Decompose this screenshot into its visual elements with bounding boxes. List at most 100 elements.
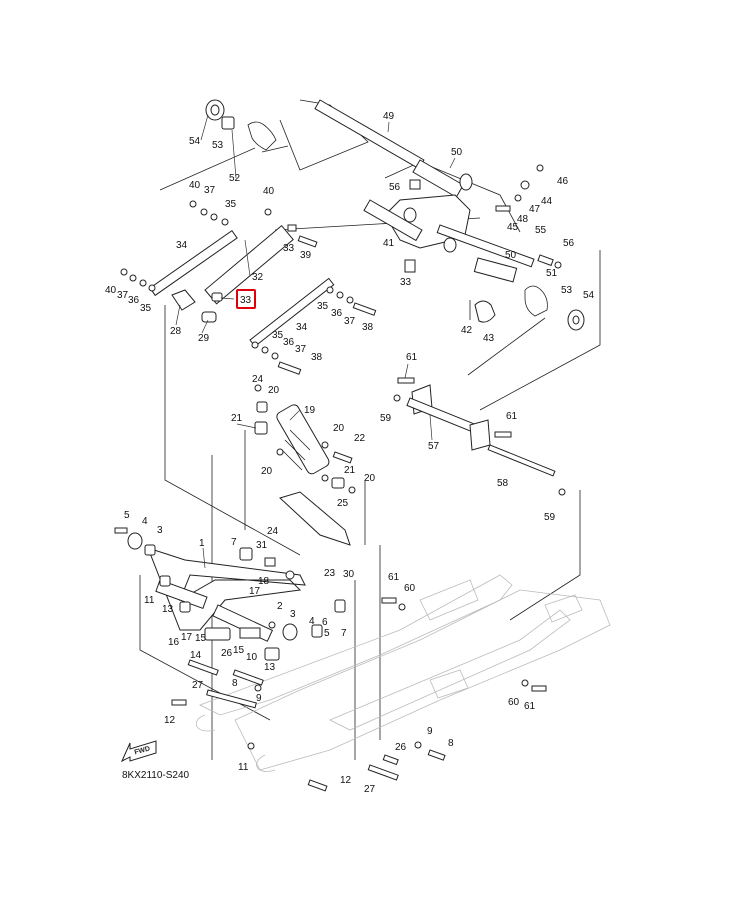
callout-label: 37 [295, 344, 307, 355]
callout-label: 21 [344, 465, 356, 476]
callout-label: 54 [583, 290, 595, 301]
callout-label: 52 [229, 173, 241, 184]
callout-label: 61 [388, 572, 400, 583]
diagram-code: 8KX2110-S240 [122, 770, 190, 781]
callout-label: 37 [117, 290, 129, 301]
callout-label: 5 [124, 510, 130, 521]
callout-label: 33 [283, 243, 295, 254]
callout-label: 47 [529, 204, 541, 215]
upper-parts [159, 99, 585, 376]
callout-label: 28 [170, 326, 182, 337]
ghost-rail-frame [195, 574, 611, 772]
callout-label: 15 [195, 633, 207, 644]
callout-label: 40 [263, 186, 275, 197]
callout-label: 31 [256, 540, 268, 551]
callout-label: 27 [364, 784, 376, 795]
callout-label: 13 [162, 604, 174, 615]
callout-label: 38 [311, 352, 323, 363]
callout-label: 60 [508, 697, 520, 708]
callout-label: 1 [199, 538, 205, 549]
callout-label: 20 [261, 466, 273, 477]
fwd-arrow-icon: FWD [120, 740, 157, 763]
callout-label: 4 [309, 616, 315, 627]
callout-label: 20 [364, 473, 376, 484]
callout-label: 3 [157, 525, 163, 536]
callout-label: 37 [204, 185, 216, 196]
callout-label: 17 [181, 632, 193, 643]
callout-label: 36 [283, 337, 295, 348]
callout-label: 5 [324, 628, 330, 639]
callout-label: 30 [343, 569, 355, 580]
callout-label: 35 [317, 301, 329, 312]
highlight-box [236, 289, 256, 309]
callout-label: 40 [189, 180, 201, 191]
leader-lines [175, 114, 456, 569]
callout-label: 59 [544, 512, 556, 523]
callout-label: 21 [231, 413, 243, 424]
callout-label: 33 [400, 277, 412, 288]
callout-label: 9 [256, 693, 262, 704]
callout-label: 32 [252, 272, 264, 283]
callout-label: 53 [212, 140, 224, 151]
callout-label: 57 [428, 441, 440, 452]
callout-label: 11 [238, 762, 249, 773]
callout-label: 42 [461, 325, 473, 336]
callout-label: 59 [380, 413, 392, 424]
callout-label: 6 [322, 617, 328, 628]
callout-label: 12 [164, 715, 176, 726]
callout-label: 25 [337, 498, 349, 509]
callout-label: 23 [324, 568, 336, 579]
callout-label: 24 [252, 374, 264, 385]
callout-label: 50 [451, 147, 463, 158]
callout-label: 22 [354, 433, 366, 444]
callout-label: 60 [404, 583, 416, 594]
callout-label: 20 [268, 385, 280, 396]
callout-label: 13 [264, 662, 276, 673]
callout-label: 4 [142, 516, 148, 527]
callout-label: 19 [304, 405, 316, 416]
callout-label: 2 [277, 601, 283, 612]
callout-label: 39 [300, 250, 312, 261]
callout-label: 45 [507, 222, 519, 233]
callout-label: 29 [198, 333, 210, 344]
callout-label: 7 [341, 628, 347, 639]
shock-absorber [254, 384, 356, 494]
callout-label: 61 [506, 411, 518, 422]
callout-labels: 54 53 52 49 50 46 40 37 35 40 56 44 47 4… [105, 111, 595, 795]
callout-label: 48 [517, 214, 529, 225]
callout-label: 26 [395, 742, 407, 753]
callout-label: 14 [190, 650, 202, 661]
callout-label: 38 [362, 322, 374, 333]
callout-label: 36 [128, 295, 140, 306]
callout-label: 56 [389, 182, 401, 193]
callout-label: 35 [225, 199, 237, 210]
dashed-frames [139, 99, 601, 760]
callout-label: 24 [267, 526, 279, 537]
callout-label: 15 [233, 645, 245, 656]
callout-label: 18 [258, 576, 270, 587]
callout-33-highlighted[interactable]: 33 [240, 295, 252, 306]
callout-label: 49 [383, 111, 395, 122]
callout-label: 34 [296, 322, 308, 333]
callout-label: 10 [246, 652, 258, 663]
callout-label: 20 [333, 423, 345, 434]
callout-label: 43 [483, 333, 495, 344]
callout-label: 27 [192, 680, 204, 691]
callout-label: 7 [231, 537, 237, 548]
callout-label: 61 [524, 701, 536, 712]
callout-label: 36 [331, 308, 343, 319]
fwd-label: FWD [134, 745, 151, 756]
rear-shafts [393, 377, 566, 496]
callout-label: 54 [189, 136, 201, 147]
callout-label: 26 [221, 648, 233, 659]
callout-label: 35 [140, 303, 152, 314]
callout-label: 44 [541, 196, 553, 207]
callout-label: 46 [557, 176, 569, 187]
callout-label: 58 [497, 478, 509, 489]
callout-label: 34 [176, 240, 188, 251]
callout-label: 9 [427, 726, 433, 737]
callout-label: 8 [448, 738, 454, 749]
callout-label: 16 [168, 637, 180, 648]
callout-label: 3 [290, 609, 296, 620]
callout-label: 56 [563, 238, 575, 249]
